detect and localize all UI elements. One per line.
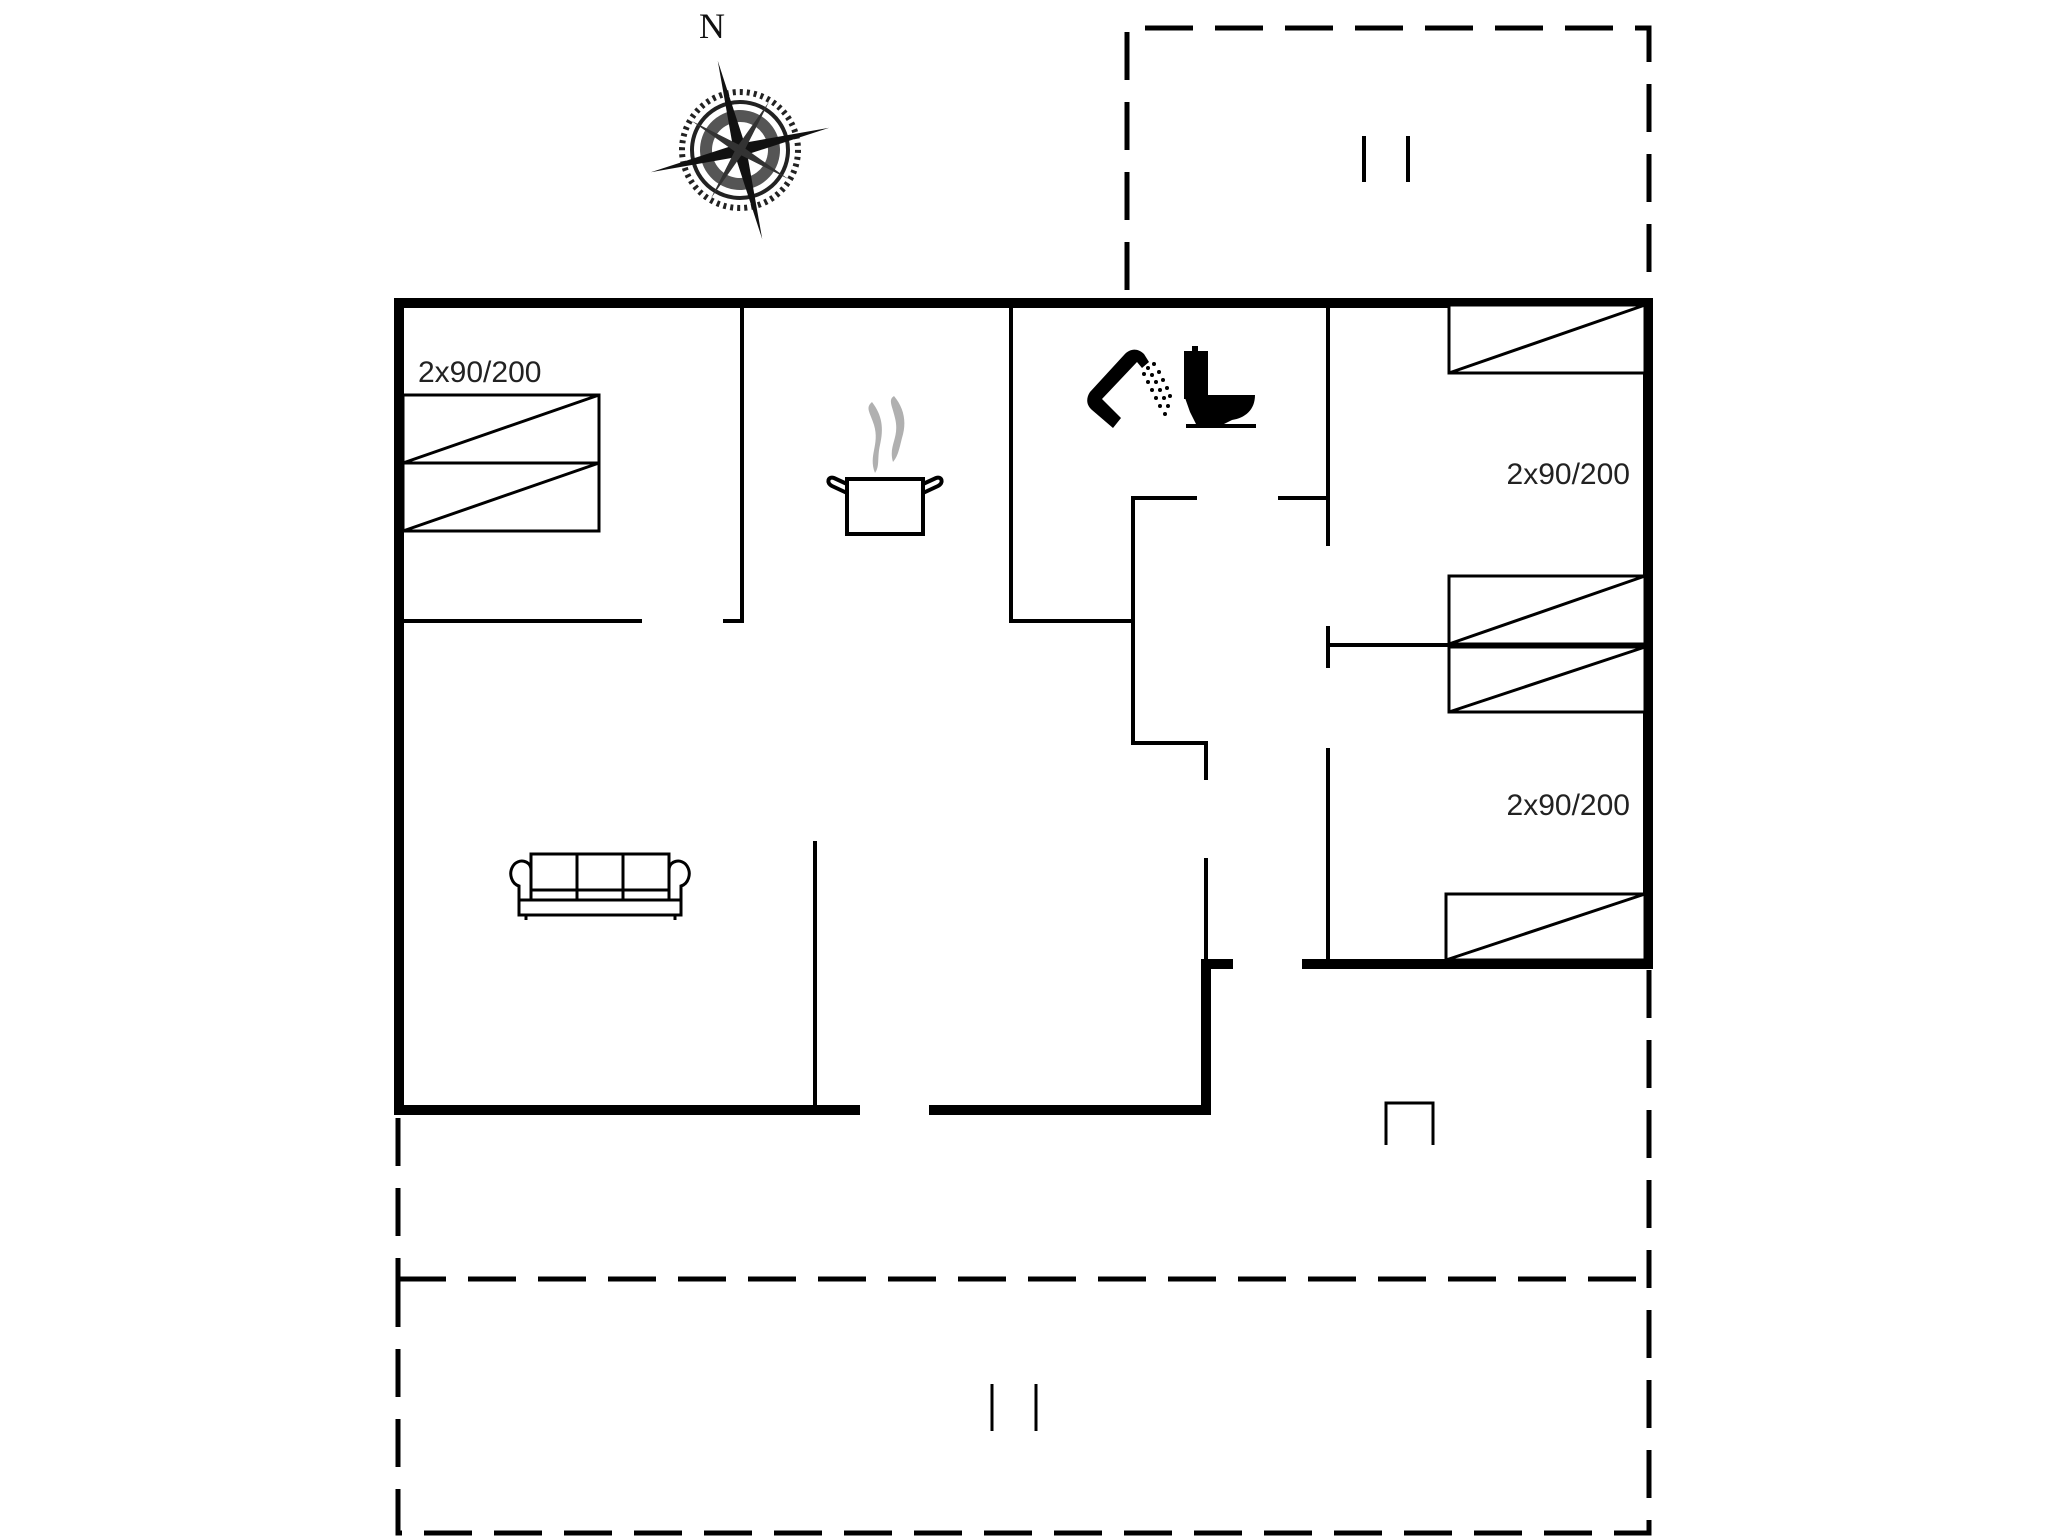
compass-rose: N bbox=[650, 6, 830, 240]
bottom-terrace bbox=[395, 1276, 1652, 1536]
bed-size-label: 2x90/200 bbox=[1507, 458, 1630, 491]
outer-walls bbox=[394, 298, 1653, 1115]
door-symbol bbox=[1384, 1101, 1435, 1145]
bed-size-label: 2x90/200 bbox=[1507, 789, 1630, 822]
bed-icon bbox=[401, 393, 601, 533]
north-label: N bbox=[699, 6, 725, 46]
toilet-icon bbox=[1184, 346, 1256, 428]
cooking-pot-icon bbox=[826, 396, 944, 536]
bedroom-1: 2x90/200 bbox=[401, 356, 601, 533]
bedroom-2: 2x90/200 bbox=[1447, 303, 1647, 646]
top-terrace bbox=[1124, 25, 1652, 290]
bed-icon bbox=[1447, 645, 1647, 714]
bathroom bbox=[1087, 346, 1256, 428]
bed-icon bbox=[1447, 303, 1647, 375]
sofa-icon bbox=[509, 852, 691, 920]
bed-icon bbox=[1447, 574, 1647, 646]
interior-walls bbox=[399, 303, 1648, 1110]
living-room bbox=[509, 852, 691, 920]
bed-icon bbox=[1444, 892, 1647, 962]
covered-area bbox=[395, 970, 1652, 1279]
bed-size-label: 2x90/200 bbox=[418, 356, 541, 389]
kitchen bbox=[826, 396, 944, 536]
bedroom-3: 2x90/200 bbox=[1444, 645, 1647, 962]
shower-icon bbox=[1087, 349, 1172, 428]
compass-icon bbox=[650, 60, 830, 240]
